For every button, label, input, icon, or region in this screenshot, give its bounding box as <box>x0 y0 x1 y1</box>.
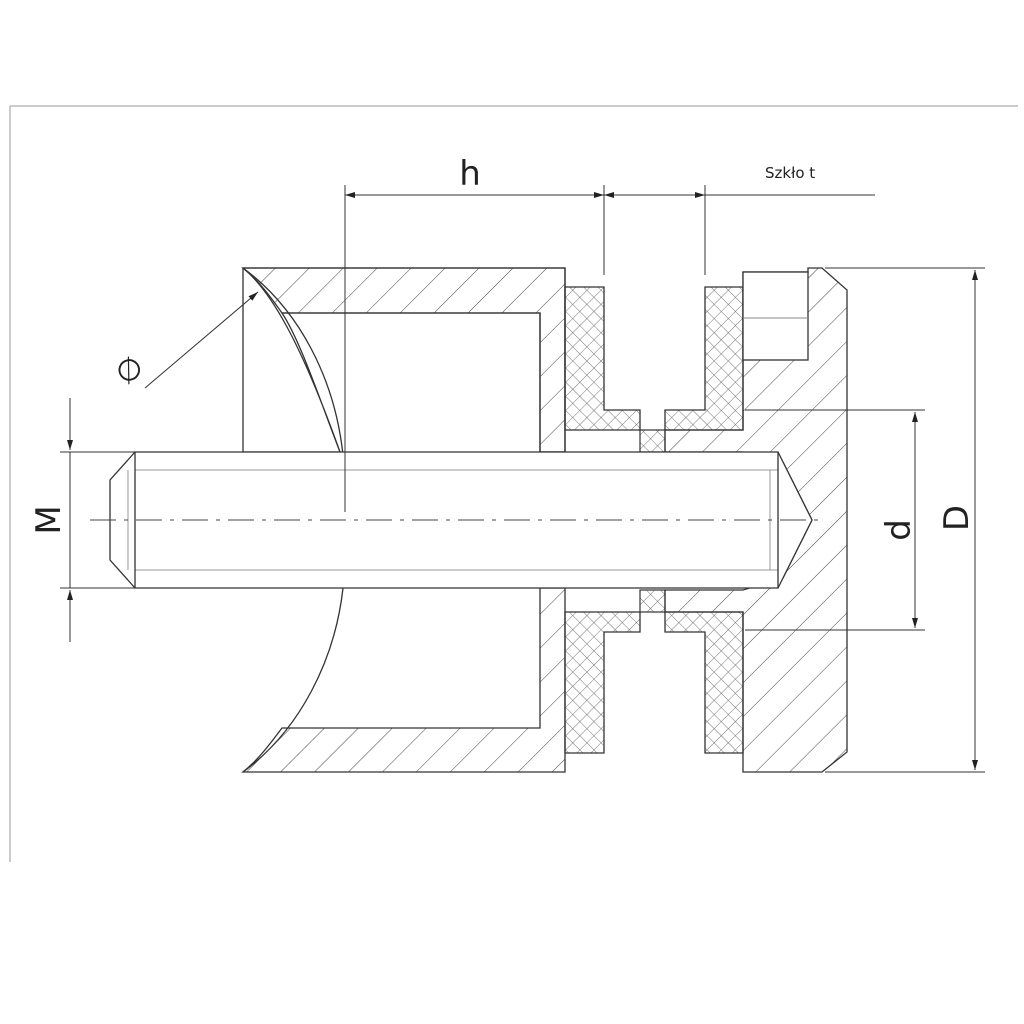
gasket-left <box>564 286 641 754</box>
label-D: D <box>937 505 977 531</box>
dimension-lines <box>60 185 985 773</box>
sheet-border <box>9 105 1018 862</box>
label-h: h <box>459 154 481 194</box>
label-d: d <box>879 519 919 541</box>
label-M: M <box>29 505 69 534</box>
sleeve <box>639 429 666 613</box>
label-glass-thickness: Szkło t <box>765 164 815 182</box>
label-diameter-symbol: ∅ <box>109 349 152 393</box>
